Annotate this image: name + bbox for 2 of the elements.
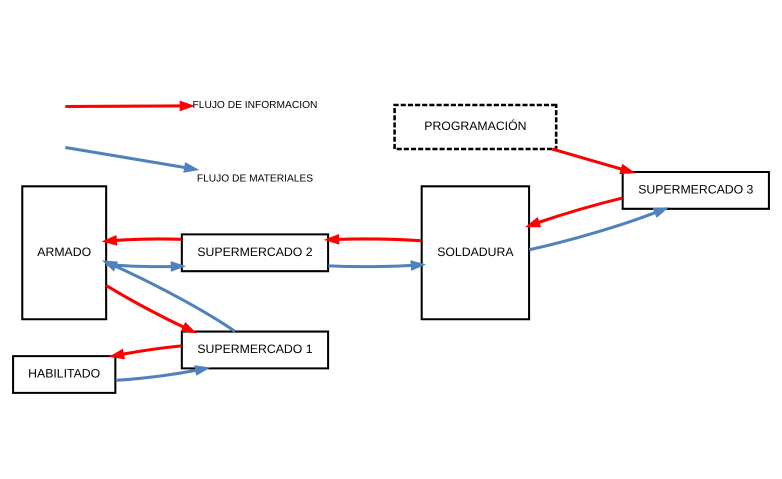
- legend-label: FLUJO DE MATERIALES: [196, 173, 314, 184]
- legend-label: FLUJO DE INFORMACION: [192, 100, 318, 111]
